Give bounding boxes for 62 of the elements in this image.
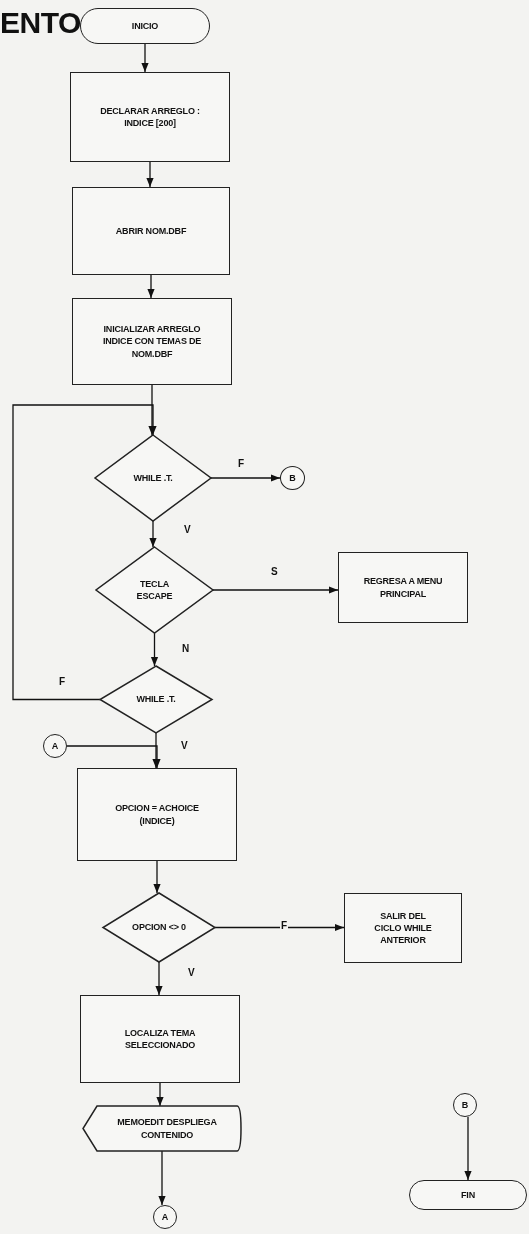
node-text: INICIO [131, 19, 159, 33]
process-box [72, 187, 230, 275]
title: ENTO [0, 6, 81, 40]
node-text: B [289, 471, 296, 485]
arrow [149, 520, 157, 548]
node-text: SALIR DEL CICLO WHILE ANTERIOR [373, 909, 433, 947]
connector-circle [453, 1093, 477, 1117]
node-text: A [161, 1210, 169, 1224]
process-box [80, 995, 240, 1083]
arrow [152, 732, 160, 769]
arrow [147, 274, 155, 299]
process-box [344, 893, 462, 963]
node-text: WHILE .T. [136, 693, 176, 706]
process-box [77, 768, 237, 861]
arrow [155, 961, 163, 996]
edge-label: V [183, 524, 192, 535]
arrow [214, 923, 345, 932]
display-shape [83, 1106, 241, 1151]
node-text: A [51, 739, 59, 753]
node-text: OPCION <> 0 [132, 921, 186, 934]
terminal-shape [80, 8, 210, 44]
process-box [72, 298, 232, 385]
node-text: LOCALIZA TEMA SELECCIONADO [123, 1026, 197, 1052]
arrow [150, 632, 159, 667]
decision-diamond [96, 547, 213, 633]
node-text: MEMOEDIT DESPLIEGA CONTENIDO [116, 1116, 218, 1141]
terminal-shape [409, 1180, 527, 1210]
connector-circle [280, 466, 305, 490]
connector-circle [153, 1205, 177, 1229]
node-text: TECLA ESCAPE [135, 577, 174, 603]
arrow [210, 474, 281, 482]
edge-label: F [280, 920, 289, 931]
node-text: DECLARAR ARREGLO : INDICE [200] [99, 104, 201, 130]
edge-label: S [270, 566, 279, 577]
edge-label: V [187, 967, 196, 978]
process-box [338, 552, 468, 623]
decision-diamond [95, 435, 211, 521]
arrow [12, 404, 157, 701]
decision-diamond [103, 893, 215, 962]
arrow [141, 43, 149, 73]
arrow [148, 384, 156, 436]
arrow [158, 1150, 166, 1206]
arrow [153, 860, 161, 894]
node-text: REGRESA A MENU PRINCIPAL [362, 575, 444, 600]
arrow [156, 1082, 164, 1107]
connector-circle [43, 734, 67, 758]
arrow [146, 161, 154, 188]
arrow [66, 745, 161, 769]
edge-label: V [180, 740, 189, 751]
edge-label: F [58, 676, 67, 687]
node-text: B [461, 1098, 469, 1112]
node-text: FIN [461, 1188, 475, 1202]
edge-label: N [181, 643, 191, 654]
edge-label: F [237, 458, 246, 469]
decision-diamond [100, 666, 212, 733]
node-text: WHILE .T. [133, 471, 173, 485]
node-text: OPCION = ACHOICE (INDICE) [114, 802, 200, 827]
arrow [464, 1116, 472, 1181]
process-box [70, 72, 230, 162]
node-text: ABRIR NOM.DBF [115, 224, 187, 238]
arrow [212, 586, 339, 594]
node-text: INICIALIZAR ARREGLO INDICE CON TEMAS DE NOM.DBF [101, 323, 203, 360]
